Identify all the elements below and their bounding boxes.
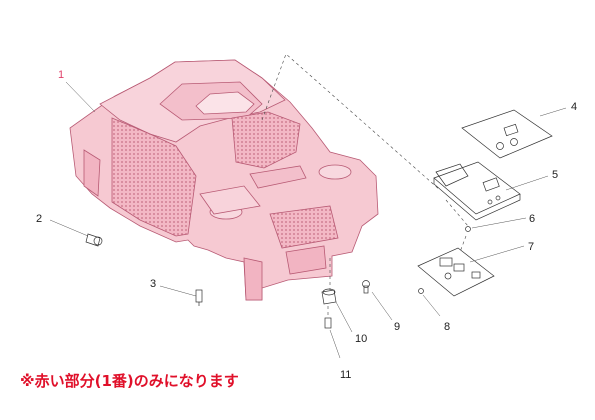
part-label-11: 11 — [340, 369, 351, 381]
part-label-8: 8 — [444, 321, 450, 333]
part-label-6: 6 — [529, 213, 535, 225]
circuit-board-part-7[interactable] — [417, 235, 525, 297]
control-panel-part-5[interactable] — [433, 161, 549, 227]
screw-part-9[interactable] — [362, 280, 393, 321]
part-label-3: 3 — [150, 278, 156, 290]
cover-plate-part-4[interactable] — [461, 107, 567, 159]
part-label-7: 7 — [528, 241, 534, 253]
part-label-2: 2 — [36, 213, 42, 225]
pin-part-11[interactable] — [324, 306, 341, 359]
highlight-note: ※赤い部分(1番)のみになります — [20, 372, 239, 390]
leader-line-1 — [65, 81, 96, 113]
screw-part-6[interactable] — [465, 217, 527, 232]
part-label-9: 9 — [394, 321, 400, 333]
part-label-1: 1 — [58, 69, 64, 81]
part-label-5: 5 — [552, 169, 558, 181]
screw-part-8[interactable] — [418, 288, 441, 317]
part-label-10: 10 — [355, 333, 367, 345]
bushing-part-10[interactable] — [321, 258, 353, 333]
screw-part-2[interactable] — [49, 219, 103, 247]
part-label-4: 4 — [571, 101, 577, 113]
screw-part-3[interactable] — [159, 285, 203, 306]
housing-part-1[interactable] — [69, 59, 379, 301]
